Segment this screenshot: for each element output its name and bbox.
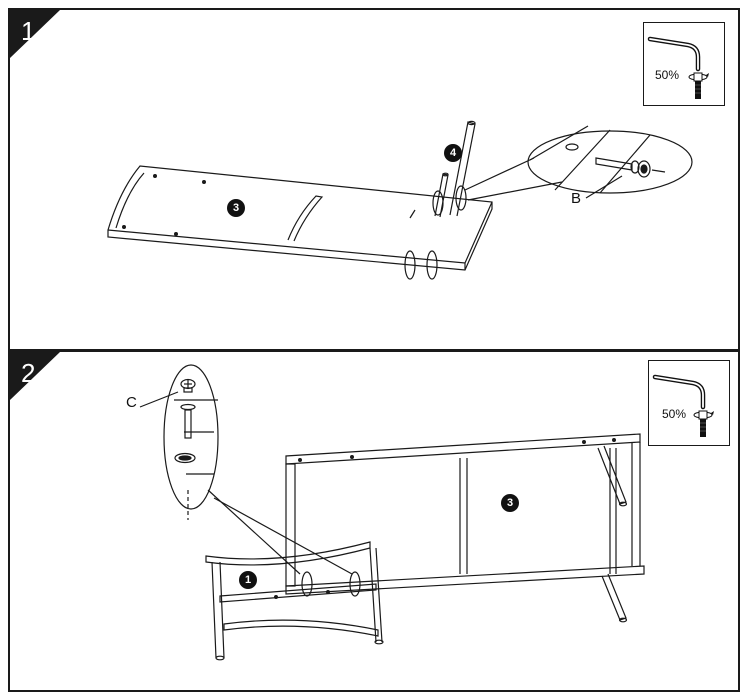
step-2-percent: 50% [662, 407, 687, 421]
step-2-hardware-label: C [126, 394, 137, 411]
step-1-tool-hint: 50% [643, 22, 725, 106]
step-2-drawing [139, 364, 645, 661]
step-2-part-3-badge: 3 [501, 494, 519, 512]
step-1-percent: 50% [655, 68, 680, 82]
allen-key-icon [647, 36, 709, 99]
step-1-number: 1 [21, 16, 36, 46]
step-1-hardware-label: B [571, 190, 582, 207]
step-2-tool-hint: 50% [648, 360, 730, 446]
allen-key-icon [652, 374, 714, 437]
step-2-number: 2 [21, 358, 36, 388]
step-2-tab: 2 [10, 352, 60, 402]
step-2-panel: 2 50% [8, 350, 740, 692]
step-1-drawing [107, 120, 693, 280]
step-1-part-4-badge: 4 [444, 144, 462, 162]
step-1-part-3-badge: 3 [227, 199, 245, 217]
step-1-panel: 1 50% [8, 8, 740, 351]
step-1-tab: 1 [10, 10, 60, 60]
step-2-part-1-badge: 1 [239, 571, 257, 589]
